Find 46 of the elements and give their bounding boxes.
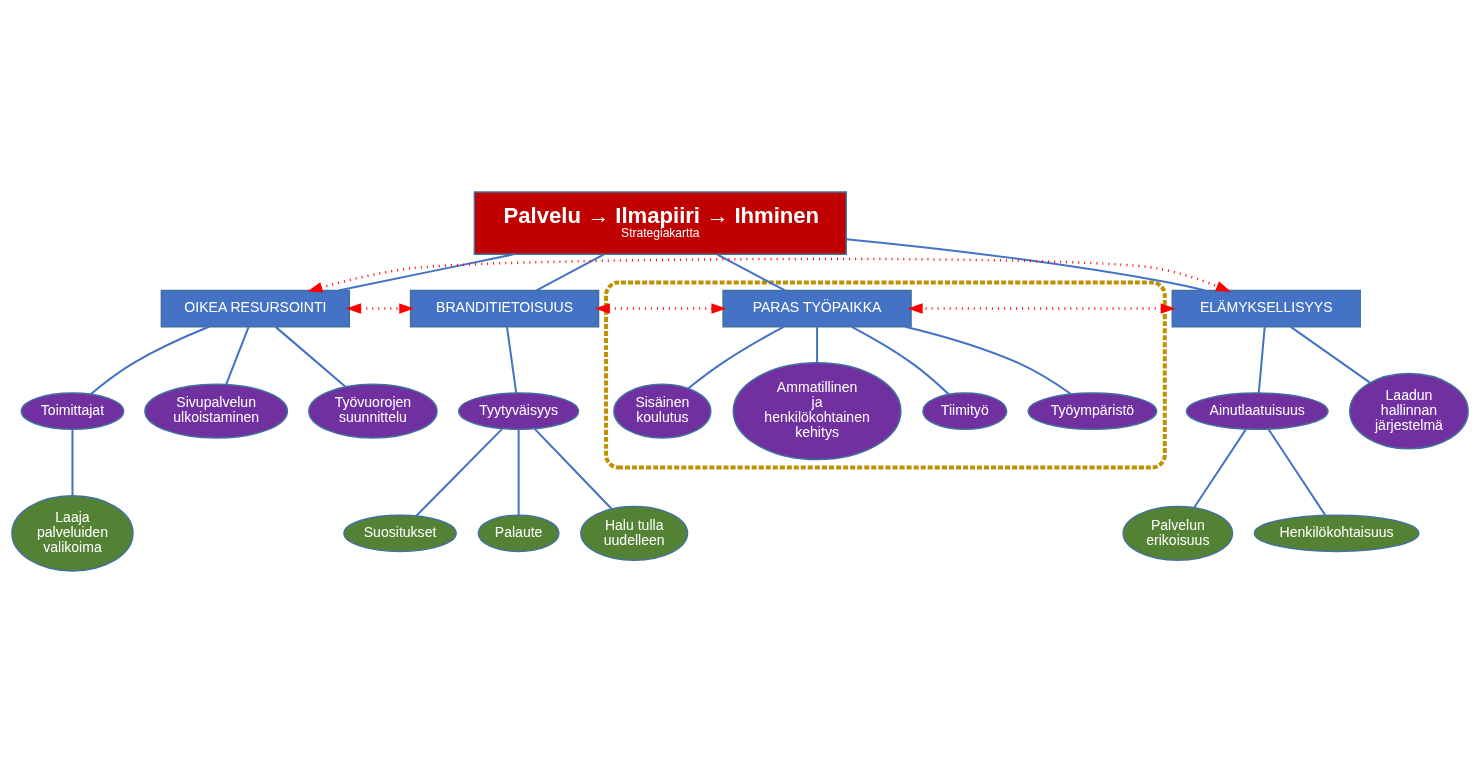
- connector: [506, 326, 518, 393]
- node-ellipse: Palaute: [477, 513, 560, 552]
- node-ellipse: Sivupalvelun ulkoistaminen: [144, 383, 289, 439]
- arrow: [594, 302, 727, 314]
- node-box: BRANDITIETOISUUS: [409, 289, 600, 327]
- node-ellipse: Tiimityö: [922, 391, 1008, 430]
- node-ellipse: Palvelun erikoisuus: [1122, 505, 1234, 561]
- node-ellipse: Suositukset: [343, 513, 457, 552]
- arrow: [307, 257, 1232, 292]
- cluster: [604, 279, 1167, 470]
- connector: [1290, 325, 1371, 383]
- node-ellipse: Toimittajat: [20, 391, 125, 430]
- connector: [1267, 428, 1327, 516]
- node-box: PARAS TYÖPAIKKA: [722, 289, 912, 327]
- connector: [90, 325, 210, 395]
- connector: [716, 253, 786, 291]
- node-box: ELÄMYKSELLISYYS: [1171, 289, 1361, 327]
- node-ellipse: Ammatillinen ja henkilökohtainen kehitys: [732, 361, 902, 460]
- arrow: [345, 302, 415, 314]
- node-ellipse: Työympäristö: [1027, 391, 1158, 430]
- connector: [71, 428, 74, 495]
- node-ellipse: Työvuorojen suunnittelu: [308, 383, 438, 439]
- connector: [225, 326, 250, 385]
- node-ellipse: Ainutlaatuisuus: [1185, 391, 1329, 430]
- arrow: [907, 302, 1176, 314]
- connector: [851, 325, 950, 395]
- connector: [533, 427, 613, 509]
- connector: [816, 326, 819, 363]
- node-ellipse: Tyytyväisyys: [458, 391, 580, 430]
- connector: [1257, 326, 1266, 393]
- node-ellipse: Sisäinen koulutus: [613, 383, 712, 439]
- connector: [338, 252, 515, 291]
- node-ellipse: Laadun hallinnan järjestelmä: [1349, 372, 1469, 450]
- connector: [415, 427, 503, 516]
- node-ellipse: Laaja palveluiden valikoima: [11, 494, 134, 572]
- connector: [904, 325, 1072, 395]
- node-ellipse: Henkilökohtaisuus: [1253, 513, 1420, 552]
- connector: [536, 253, 605, 291]
- node-box: Palvelu → Ilmapiiri → Ihminen Strategiakartta: [473, 190, 847, 255]
- connector: [1193, 428, 1247, 508]
- connector: [846, 237, 1206, 291]
- connector: [274, 325, 347, 387]
- node-box: OIKEA RESURSOINTI: [160, 289, 351, 327]
- node-ellipse: Halu tulla uudelleen: [580, 505, 689, 561]
- connector: [687, 325, 785, 389]
- connector: [517, 428, 520, 515]
